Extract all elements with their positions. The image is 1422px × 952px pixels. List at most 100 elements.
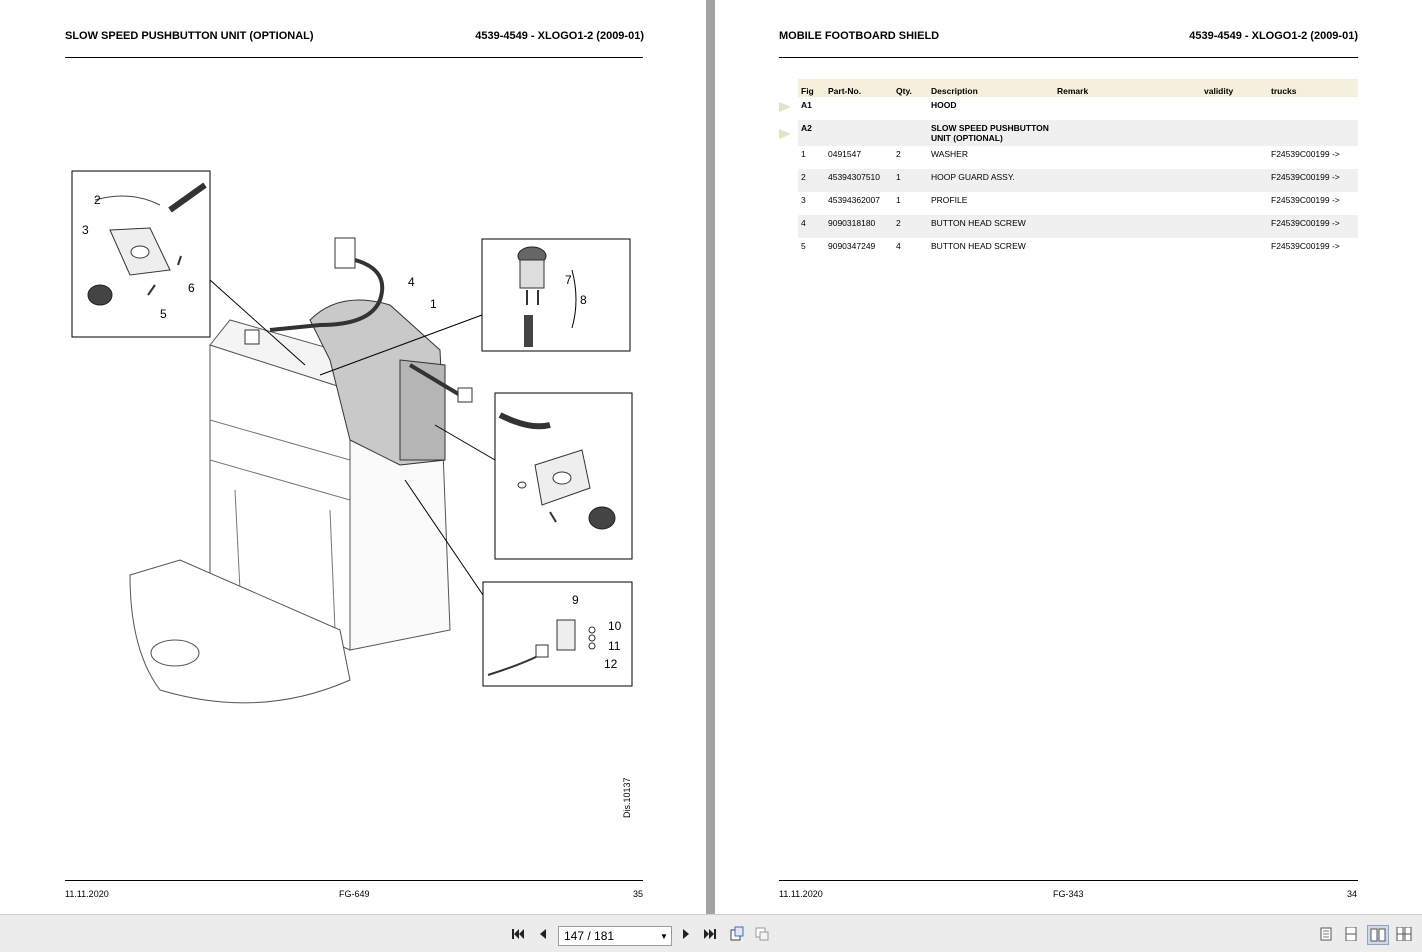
cell-validity [1201, 97, 1268, 120]
callout-1: 1 [430, 297, 437, 311]
callout-9: 9 [572, 593, 579, 607]
two-page-view-icon[interactable] [1367, 925, 1389, 945]
cell-remark [1054, 169, 1201, 192]
cell-remark [1054, 238, 1201, 261]
footer-divider [779, 880, 1358, 881]
cell-remark [1054, 120, 1201, 146]
cell-remark [1054, 146, 1201, 169]
col-fig: Fig [798, 79, 825, 97]
cell-fig: 2 [798, 169, 825, 192]
cell-description: HOOD [931, 100, 957, 110]
cell-fig: 5 [801, 241, 806, 251]
left-page-reference: 4539-4549 - XLOGO1-2 (2009-01) [475, 30, 644, 42]
row-arrow-icon [779, 129, 791, 139]
callout-5: 5 [160, 307, 167, 321]
callout-4: 4 [408, 275, 415, 289]
callout-12: 12 [604, 657, 618, 671]
chevron-down-icon: ▼ [660, 931, 668, 941]
right-page-title: MOBILE FOOTBOARD SHIELD [779, 30, 940, 42]
cell-part-no: 9090318180 [825, 215, 893, 238]
cell-qty: 2 [896, 149, 901, 159]
table-header-row: Fig Part-No. Qty. Description Remark val… [798, 79, 1358, 97]
cell-trucks: F24539C00199 -> [1271, 195, 1340, 205]
right-footer-page: 34 [1346, 889, 1357, 899]
table-row: 1 0491547 2 WASHER F24539C00199 -> [798, 146, 1358, 169]
rotate-icon[interactable] [728, 925, 746, 943]
cell-fig: 3 [801, 195, 806, 205]
cell-qty [893, 120, 928, 146]
last-page-icon[interactable] [701, 925, 719, 943]
callout-8: 8 [580, 293, 587, 307]
cell-validity [1201, 192, 1268, 215]
continuous-view-icon[interactable] [1341, 925, 1361, 943]
cell-trucks: F24539C00199 -> [1268, 215, 1358, 238]
cell-qty: 1 [896, 195, 901, 205]
cell-part-no: 9090347249 [828, 241, 876, 251]
cell-remark [1054, 215, 1201, 238]
table-row: 3 45394362007 1 PROFILE F24539C00199 -> [798, 192, 1358, 215]
callout-7: 7 [565, 273, 572, 287]
two-page-continuous-icon[interactable] [1394, 925, 1414, 943]
cell-part-no: 45394362007 [828, 195, 881, 205]
row-arrow-icon [779, 102, 791, 112]
footer-divider [65, 880, 643, 881]
table-row: A1 HOOD [798, 97, 1358, 120]
next-page-icon[interactable] [677, 925, 695, 943]
right-page: MOBILE FOOTBOARD SHIELD 4539-4549 - XLOG… [715, 0, 1422, 914]
cell-remark [1054, 192, 1201, 215]
col-description: Description [928, 79, 1054, 97]
header-divider [65, 57, 643, 58]
cell-part-no [825, 120, 893, 146]
cell-qty: 2 [893, 215, 928, 238]
cell-part-no: 45394307510 [825, 169, 893, 192]
left-page-title: SLOW SPEED PUSHBUTTON UNIT (OPTIONAL) [65, 30, 314, 42]
cell-description: BUTTON HEAD SCREW [928, 215, 1054, 238]
table-row: 5 9090347249 4 BUTTON HEAD SCREW F24539C… [798, 238, 1358, 261]
cell-remark [1054, 97, 1201, 120]
cell-trucks: F24539C00199 -> [1271, 149, 1340, 159]
cell-qty [893, 97, 928, 120]
first-page-icon[interactable] [509, 925, 527, 943]
cell-trucks: F24539C00199 -> [1268, 169, 1358, 192]
cell-description: WASHER [931, 149, 968, 159]
cell-trucks [1268, 97, 1358, 120]
callout-11: 11 [608, 639, 621, 653]
cell-trucks: F24539C00199 -> [1271, 241, 1340, 251]
fit-icon[interactable] [753, 925, 771, 943]
single-page-view-icon[interactable] [1316, 925, 1336, 943]
col-qty: Qty. [893, 79, 928, 97]
cell-validity [1201, 120, 1268, 146]
table-row: 2 45394307510 1 HOOP GUARD ASSY. F24539C… [798, 169, 1358, 192]
table-row: A2 SLOW SPEED PUSHBUTTON UNIT (OPTIONAL) [798, 120, 1358, 146]
col-validity: validity [1201, 79, 1268, 97]
right-footer-date: 11.11.2020 [779, 889, 823, 899]
cell-validity [1201, 215, 1268, 238]
cell-fig: A1 [801, 100, 812, 110]
cell-fig: 1 [801, 149, 806, 159]
callout-3: 3 [82, 223, 89, 237]
exploded-parts-drawing: 1 2 3 4 5 6 7 8 9 10 11 12 [71, 170, 633, 704]
cell-description: HOOP GUARD ASSY. [928, 169, 1054, 192]
page-number-select[interactable]: 147 / 181 ▼ [558, 926, 672, 946]
callout-10: 10 [608, 619, 622, 633]
cell-fig: 4 [798, 215, 825, 238]
left-footer-date: 11.11.2020 [65, 889, 109, 899]
parts-table: Fig Part-No. Qty. Description Remark val… [798, 79, 1358, 261]
page-indicator: 147 / 181 [564, 929, 615, 943]
cell-validity [1201, 238, 1268, 261]
header-divider [779, 57, 1358, 58]
cell-qty: 1 [893, 169, 928, 192]
cell-part-no [825, 97, 893, 120]
cell-description: PROFILE [931, 195, 968, 205]
cell-description: BUTTON HEAD SCREW [931, 241, 1026, 251]
left-footer-code: FG-649 [339, 889, 370, 899]
cell-validity [1201, 169, 1268, 192]
right-footer-code: FG-343 [1053, 889, 1084, 899]
callout-2: 2 [94, 193, 101, 207]
col-part-no: Part-No. [825, 79, 893, 97]
viewer-toolbar: 147 / 181 ▼ [0, 914, 1422, 952]
right-page-reference: 4539-4549 - XLOGO1-2 (2009-01) [1189, 30, 1358, 42]
left-page: SLOW SPEED PUSHBUTTON UNIT (OPTIONAL) 45… [0, 0, 706, 914]
previous-page-icon[interactable] [534, 925, 552, 943]
callout-6: 6 [188, 281, 195, 295]
